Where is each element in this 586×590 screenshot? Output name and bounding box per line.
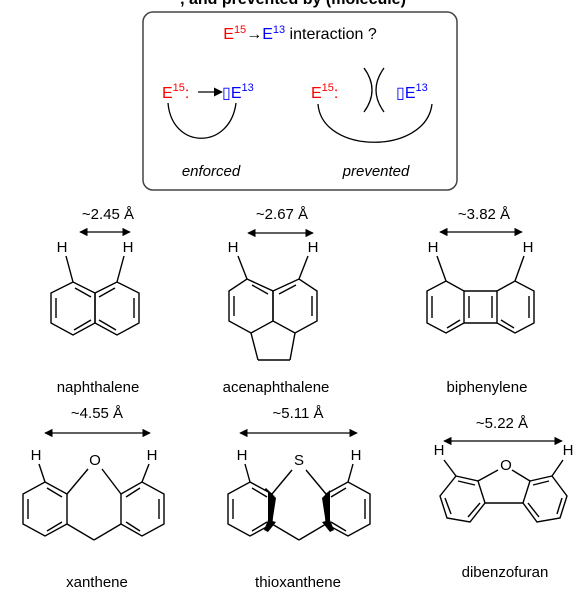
prevented-e15-label: E15: xyxy=(311,82,338,102)
h-atom-right: H xyxy=(147,447,158,464)
enforced-backbone-arc xyxy=(167,102,237,139)
distance-label: ~4.55 Å xyxy=(71,405,123,422)
molecule-biphenylene: ~3.82 Å H H biphenylene xyxy=(426,206,535,396)
molecule-dibenzofuran: ~5.22 Å H H O dibenzofuran xyxy=(434,415,574,581)
molecule-name: xanthene xyxy=(66,574,128,590)
naphthalene-structure xyxy=(50,255,140,336)
enforced-e13-label: ▯E13 xyxy=(222,82,254,102)
prevented-scheme: E15: ▯E13 prevented xyxy=(311,67,433,180)
molecule-name: dibenzofuran xyxy=(462,564,549,581)
distance-label: ~2.45 Å xyxy=(82,206,134,223)
distance-label: ~3.82 Å xyxy=(458,206,510,223)
molecule-naphthalene: ~2.45 Å H H naphthalene xyxy=(50,206,140,396)
h-atom-right: H xyxy=(351,447,362,464)
wedge-bond xyxy=(322,490,330,524)
prevented-backbone-arc xyxy=(317,103,433,143)
enforced-scheme: E15: ▯E13 enforced xyxy=(162,82,254,180)
interaction-box xyxy=(142,11,458,191)
wedge-bond xyxy=(322,520,334,532)
heteroatom-s: S xyxy=(294,452,304,469)
molecule-name: acenaphthalene xyxy=(223,379,330,396)
molecule-name: biphenylene xyxy=(447,379,528,396)
distance-label: ~5.11 Å xyxy=(272,405,323,422)
steric-clash-left xyxy=(363,67,373,113)
h-atom-right: H xyxy=(523,239,534,256)
enforced-e15-label: E15: xyxy=(162,82,189,102)
steric-clash-right xyxy=(375,67,385,113)
molecule-name: naphthalene xyxy=(57,379,140,396)
h-atom-left: H xyxy=(434,442,445,459)
wedge-bond xyxy=(264,520,276,532)
xanthene-structure xyxy=(22,463,165,541)
heteroatom-o: O xyxy=(500,457,512,474)
top-header: , and prevented by (molecule) xyxy=(180,0,406,8)
h-atom-left: H xyxy=(31,447,42,464)
thioxanthene-structure xyxy=(227,463,371,541)
molecule-name: thioxanthene xyxy=(255,574,341,590)
molecule-thioxanthene: ~5.11 Å H H S thioxanthene xyxy=(227,405,371,590)
prevented-label: prevented xyxy=(342,163,410,180)
acenaphthalene-structure xyxy=(228,255,318,361)
h-atom-right: H xyxy=(308,239,319,256)
h-atom-right: H xyxy=(563,442,574,459)
distance-label: ~5.22 Å xyxy=(476,415,528,432)
enforced-label: enforced xyxy=(182,163,241,180)
heteroatom-o: O xyxy=(89,452,101,469)
molecule-xanthene: ~4.55 Å H H O xanthene xyxy=(22,405,165,590)
box-title: E15→E13 interaction ? xyxy=(223,24,377,43)
wedge-bond xyxy=(268,490,276,524)
h-atom-left: H xyxy=(237,447,248,464)
h-atom-left: H xyxy=(57,239,68,256)
biphenylene-structure xyxy=(426,255,535,334)
distance-label: ~2.67 Å xyxy=(256,206,308,223)
prevented-e13-label: ▯E13 xyxy=(396,82,428,102)
h-atom-left: H xyxy=(428,239,439,256)
dibenzofuran-structure xyxy=(439,459,568,523)
h-atom-right: H xyxy=(123,239,134,256)
h-atom-left: H xyxy=(228,239,239,256)
molecule-acenaphthalene: ~2.67 Å H H acenaphthalene xyxy=(223,206,330,396)
